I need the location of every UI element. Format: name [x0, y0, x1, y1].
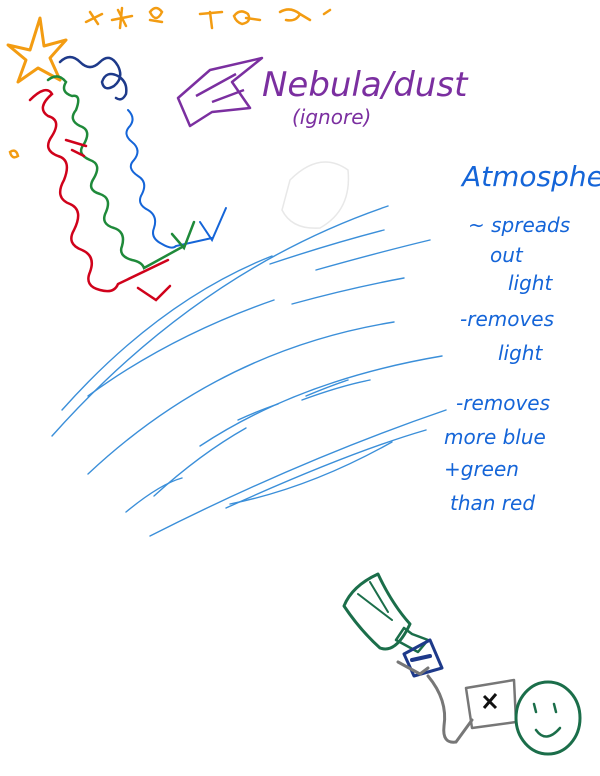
nebula-label: Nebula/dust — [262, 65, 469, 105]
red-light-ray — [28, 88, 172, 302]
green-light-ray — [46, 75, 196, 270]
atmosphere-note-line: ~ spreads — [468, 213, 570, 237]
atmosphere-notes: ~ spreads out light -removes light -remo… — [444, 213, 570, 515]
atmosphere-note-line: out — [490, 243, 524, 267]
atmosphere-note-line: than red — [450, 491, 535, 515]
atmosphere-note-line: more blue — [444, 425, 546, 449]
atmosphere-title: Atmosphere — [460, 160, 600, 193]
atmosphere-note-line: light — [498, 341, 543, 365]
navy-light-ray — [58, 55, 128, 101]
atmosphere-note-line: light — [508, 271, 553, 295]
cable — [426, 674, 474, 744]
nebula-shape-icon — [176, 56, 264, 128]
nebula-ignore-note: (ignore) — [292, 105, 371, 129]
telescope-icon — [342, 572, 444, 678]
star-row-decoration — [8, 6, 332, 159]
blue-light-ray — [125, 109, 227, 249]
computer-icon — [464, 678, 518, 730]
atmosphere-note-line: +green — [444, 457, 519, 481]
atmosphere-note-line: -removes — [456, 391, 550, 415]
faint-planet-sketch — [281, 161, 350, 229]
smiley-face-icon — [514, 680, 582, 756]
atmosphere-streaks — [51, 205, 447, 537]
atmosphere-note-line: -removes — [460, 307, 554, 331]
sun-star-icon — [6, 16, 68, 84]
